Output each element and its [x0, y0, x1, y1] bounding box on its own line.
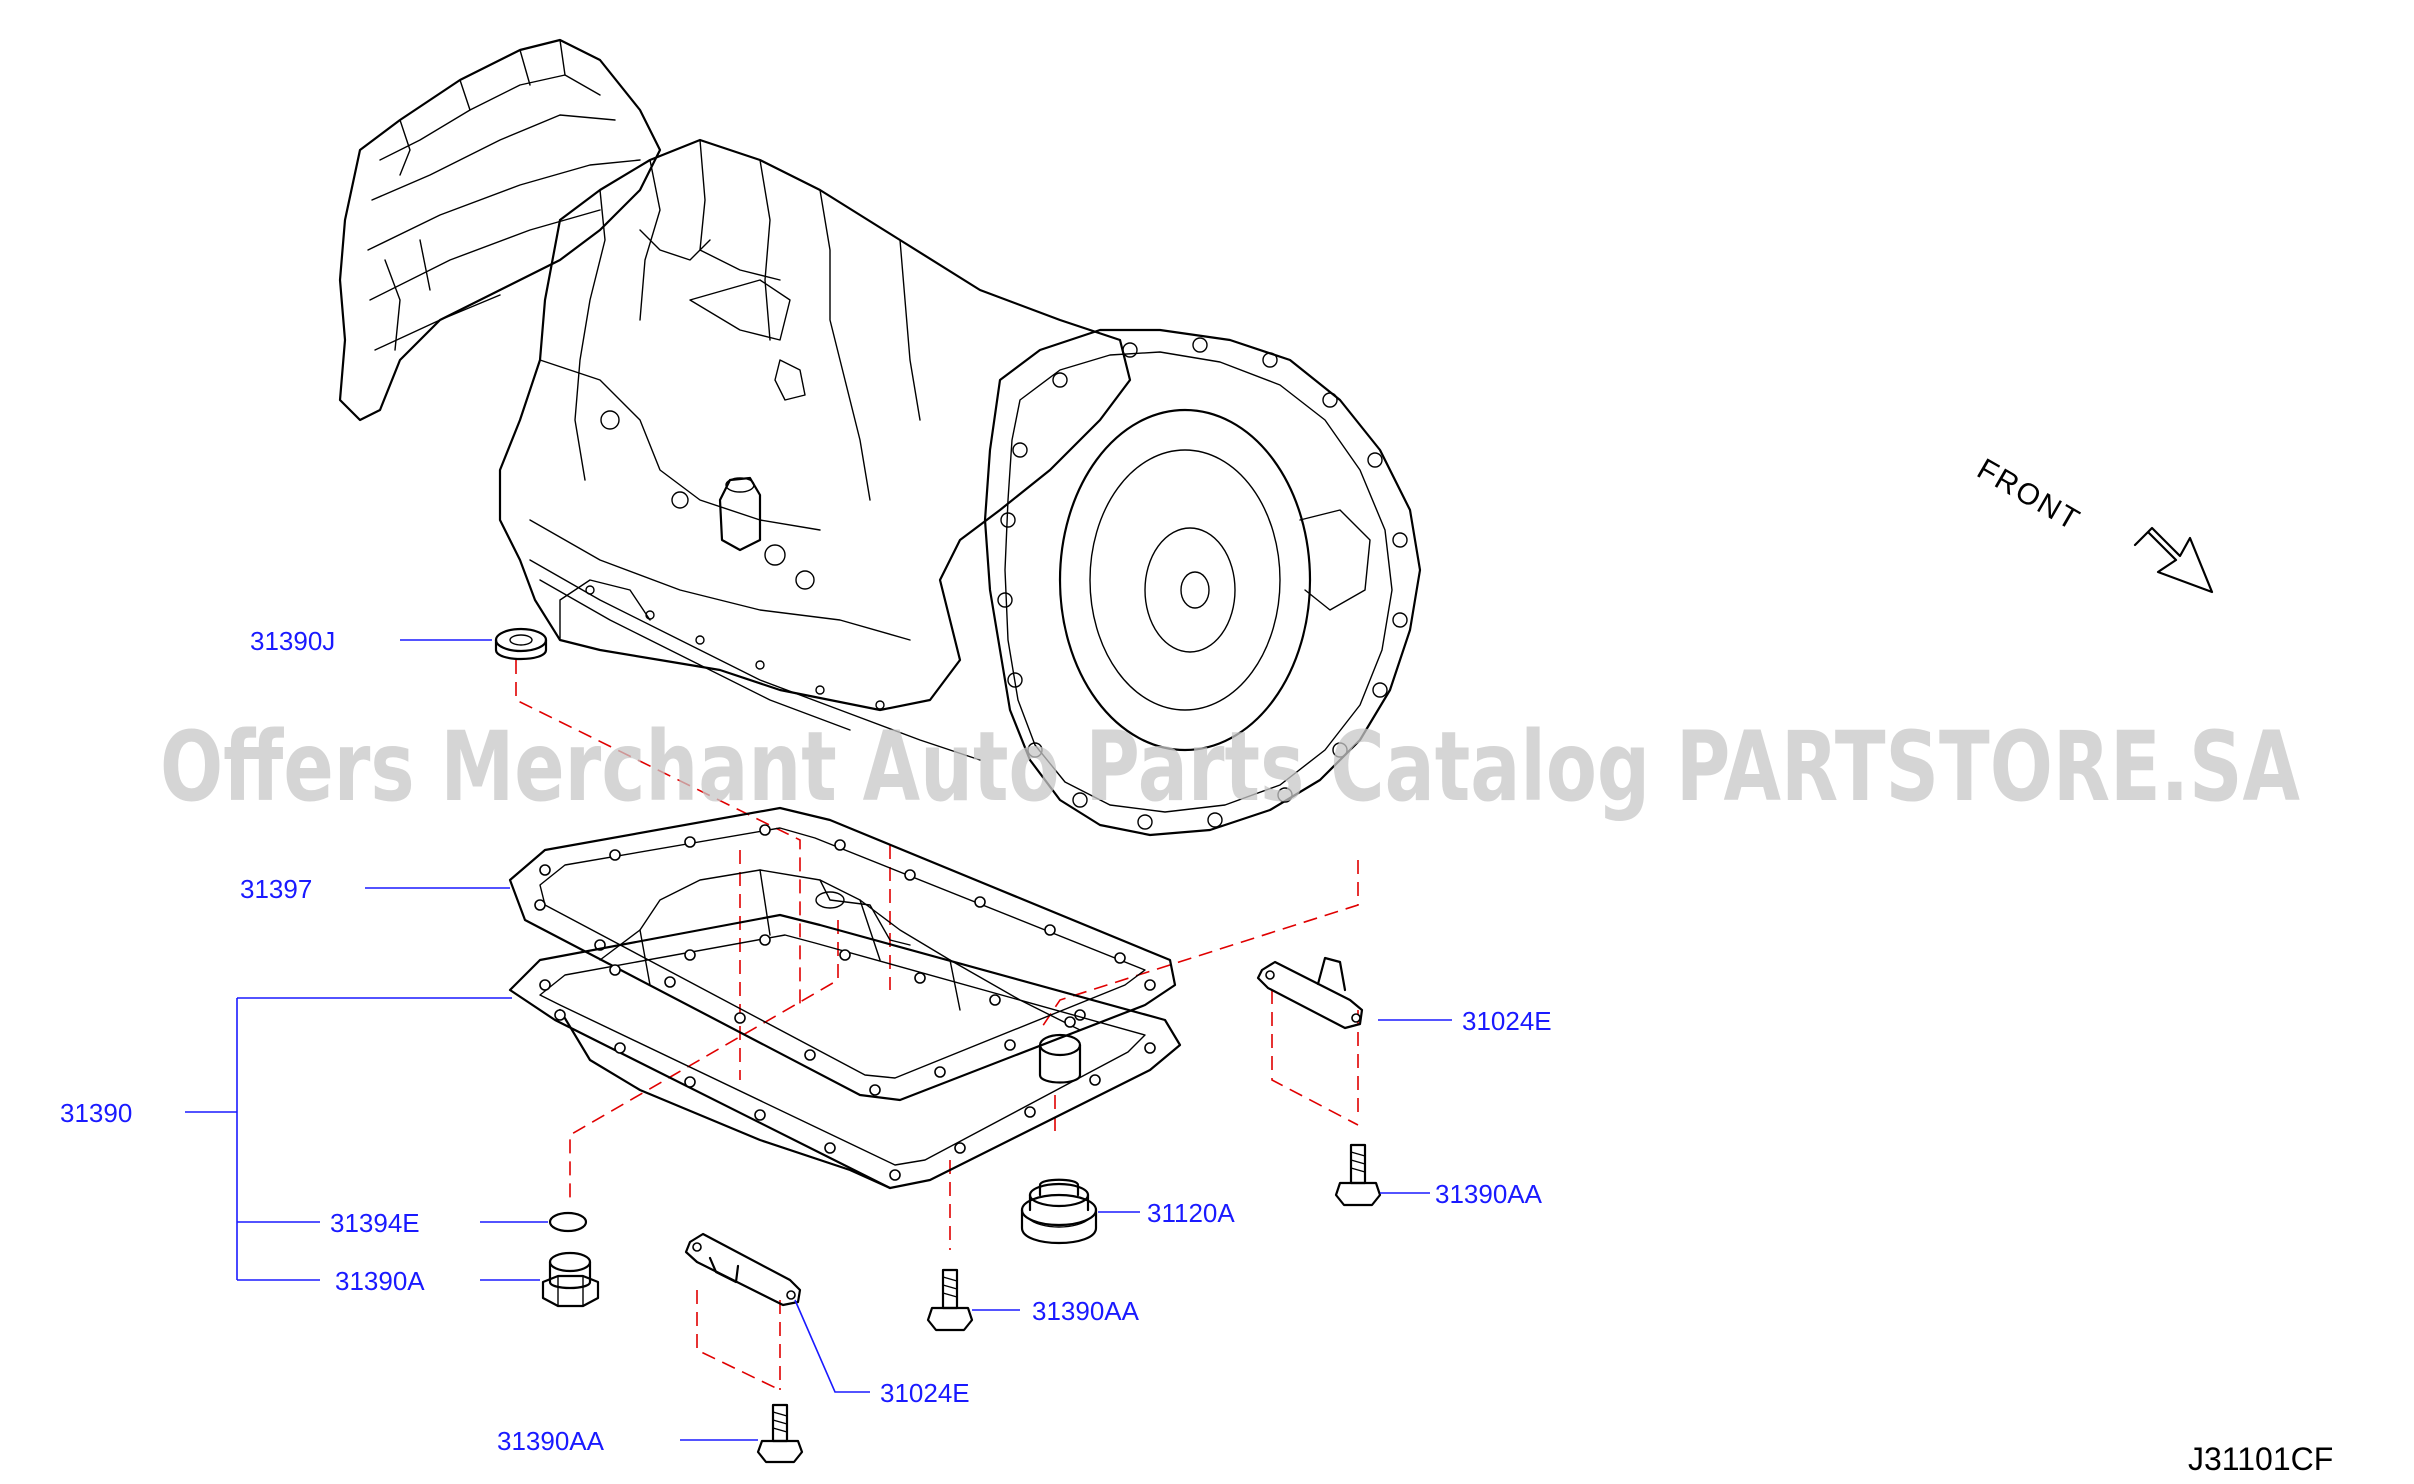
part-31120A-strainer [1020, 1178, 1098, 1244]
callout-31390: 31390 [60, 1098, 132, 1128]
front-direction-indicator: FRONT [1972, 452, 2214, 594]
callout-31390J: 31390J [250, 626, 335, 656]
transmission-illustration [338, 38, 1422, 837]
callout-31390AA-middle: 31390AA [1032, 1296, 1140, 1326]
part-31390AA-bolt-right [1334, 1143, 1382, 1207]
callout-31394E: 31394E [330, 1208, 420, 1238]
part-31394E-washer [548, 1211, 588, 1233]
callout-31397: 31397 [240, 874, 312, 904]
part-31390A-drain-plug [541, 1251, 600, 1308]
callout-31024E-right: 31024E [1462, 1006, 1552, 1036]
diagram-code: J31101CF [2188, 1441, 2333, 1477]
callout-31390AA-right: 31390AA [1435, 1179, 1543, 1209]
part-31390AA-bolt-middle [926, 1268, 974, 1332]
part-31024E-bracket-lower [684, 1232, 802, 1307]
part-31390J-washer [494, 627, 548, 660]
part-31024E-bracket-right [1256, 956, 1364, 1030]
callout-31390A: 31390A [335, 1266, 425, 1296]
callout-31024E-lower: 31024E [880, 1378, 970, 1408]
part-31390AA-bolt-bottom [756, 1403, 804, 1464]
callout-labels: 31390J 31397 31390 31394E 31390A 31024E … [60, 626, 1552, 1456]
front-label: FRONT [1972, 452, 2087, 537]
oil-pan-gasket [508, 806, 1177, 1102]
callout-31390AA-bottom: 31390AA [497, 1426, 605, 1456]
oil-pan [508, 869, 1182, 1190]
callout-31120A: 31120A [1147, 1198, 1235, 1228]
leader-lines [185, 639, 1452, 1441]
watermark-text: Offers Merchant Auto Parts Catalog PARTS… [160, 711, 2300, 823]
front-arrow-icon [2133, 526, 2214, 594]
